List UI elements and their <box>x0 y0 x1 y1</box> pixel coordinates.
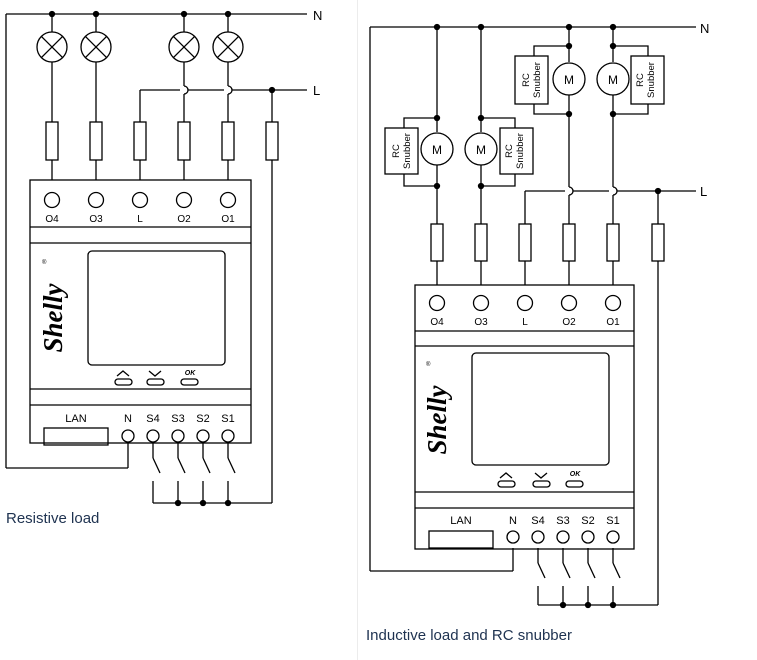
resistive-diagram: N <box>5 8 322 507</box>
l-line-label: L <box>313 83 320 98</box>
n-line-label: N <box>700 21 709 36</box>
terminal-label: O1 <box>221 214 235 225</box>
shelly-device: O4 O3 L O2 O1 Shelly ® OK L <box>29 179 252 446</box>
terminal-label: O2 <box>562 317 576 328</box>
caption-resistive: Resistive load <box>6 510 100 527</box>
svg-text:®: ® <box>426 361 431 368</box>
motor-with-snubber: M RC Snubber <box>596 27 665 224</box>
lan-label: LAN <box>65 413 86 425</box>
brand-logo: Shelly <box>38 282 68 352</box>
terminal-label: O1 <box>606 317 620 328</box>
lan-label: LAN <box>450 515 471 527</box>
motor-icon: M <box>476 143 486 157</box>
motor-icon: M <box>608 73 618 87</box>
terminal-label: O3 <box>474 317 488 328</box>
terminal-label: S4 <box>531 515 544 527</box>
terminal-label: O3 <box>89 214 103 225</box>
motor-with-snubber: M RC Snubber <box>514 27 586 224</box>
terminal-label: L <box>522 317 528 328</box>
motor-icon: M <box>432 143 442 157</box>
lamp-icon <box>212 14 244 122</box>
terminal-label: S2 <box>196 413 209 425</box>
terminal-label: O4 <box>430 317 444 328</box>
terminal-label: O4 <box>45 214 59 225</box>
terminal-label: S3 <box>556 515 569 527</box>
motor-with-snubber: M RC Snubber <box>464 27 534 224</box>
svg-text:RC: RC <box>504 144 515 158</box>
fuse-icon <box>430 223 665 285</box>
up-button-icon <box>497 472 516 488</box>
fuse-icon <box>45 121 279 180</box>
motor-icon: M <box>564 73 574 87</box>
terminal-label: S4 <box>146 413 159 425</box>
svg-text:Snubber: Snubber <box>646 62 657 98</box>
lamp-icon <box>36 14 68 122</box>
switch-icon <box>537 548 621 605</box>
ok-button-icon: OK <box>180 370 199 386</box>
terminal-label: S2 <box>581 515 594 527</box>
brand-logo: Shelly <box>422 384 452 454</box>
lamp-icon <box>168 14 200 122</box>
switch-icon <box>152 443 236 503</box>
lan-port <box>428 530 494 549</box>
svg-text:RC: RC <box>635 73 646 87</box>
svg-text:Snubber: Snubber <box>402 133 413 169</box>
svg-text:OK: OK <box>570 471 581 478</box>
lamp-icon <box>80 14 112 122</box>
terminal-label: L <box>137 214 143 225</box>
motor-with-snubber: M RC Snubber <box>384 27 454 224</box>
shelly-device: O4 O3 L O2 O1 Shelly ® OK LAN <box>414 284 635 550</box>
svg-text:RC: RC <box>391 144 402 158</box>
terminal-label: N <box>509 515 517 527</box>
panel-separator <box>357 0 358 660</box>
svg-text:RC: RC <box>521 73 532 87</box>
svg-text:Snubber: Snubber <box>532 62 543 98</box>
l-line-label: L <box>700 184 707 199</box>
lan-port <box>43 427 109 446</box>
terminal-label: O2 <box>177 214 191 225</box>
svg-text:Snubber: Snubber <box>515 133 526 169</box>
n-line-label: N <box>313 8 322 23</box>
svg-text:OK: OK <box>185 370 196 377</box>
up-button-icon <box>114 370 133 386</box>
ok-button-icon: OK <box>565 471 584 488</box>
terminal-label: S1 <box>221 413 234 425</box>
terminal-label: S3 <box>171 413 184 425</box>
down-button-icon <box>532 472 551 488</box>
svg-text:®: ® <box>42 259 47 266</box>
inductive-diagram: N M RC Snubber M <box>369 21 709 609</box>
terminal-label: N <box>124 413 132 425</box>
terminal-label: S1 <box>606 515 619 527</box>
caption-inductive: Inductive load and RC snubber <box>366 627 572 644</box>
down-button-icon <box>146 370 165 386</box>
